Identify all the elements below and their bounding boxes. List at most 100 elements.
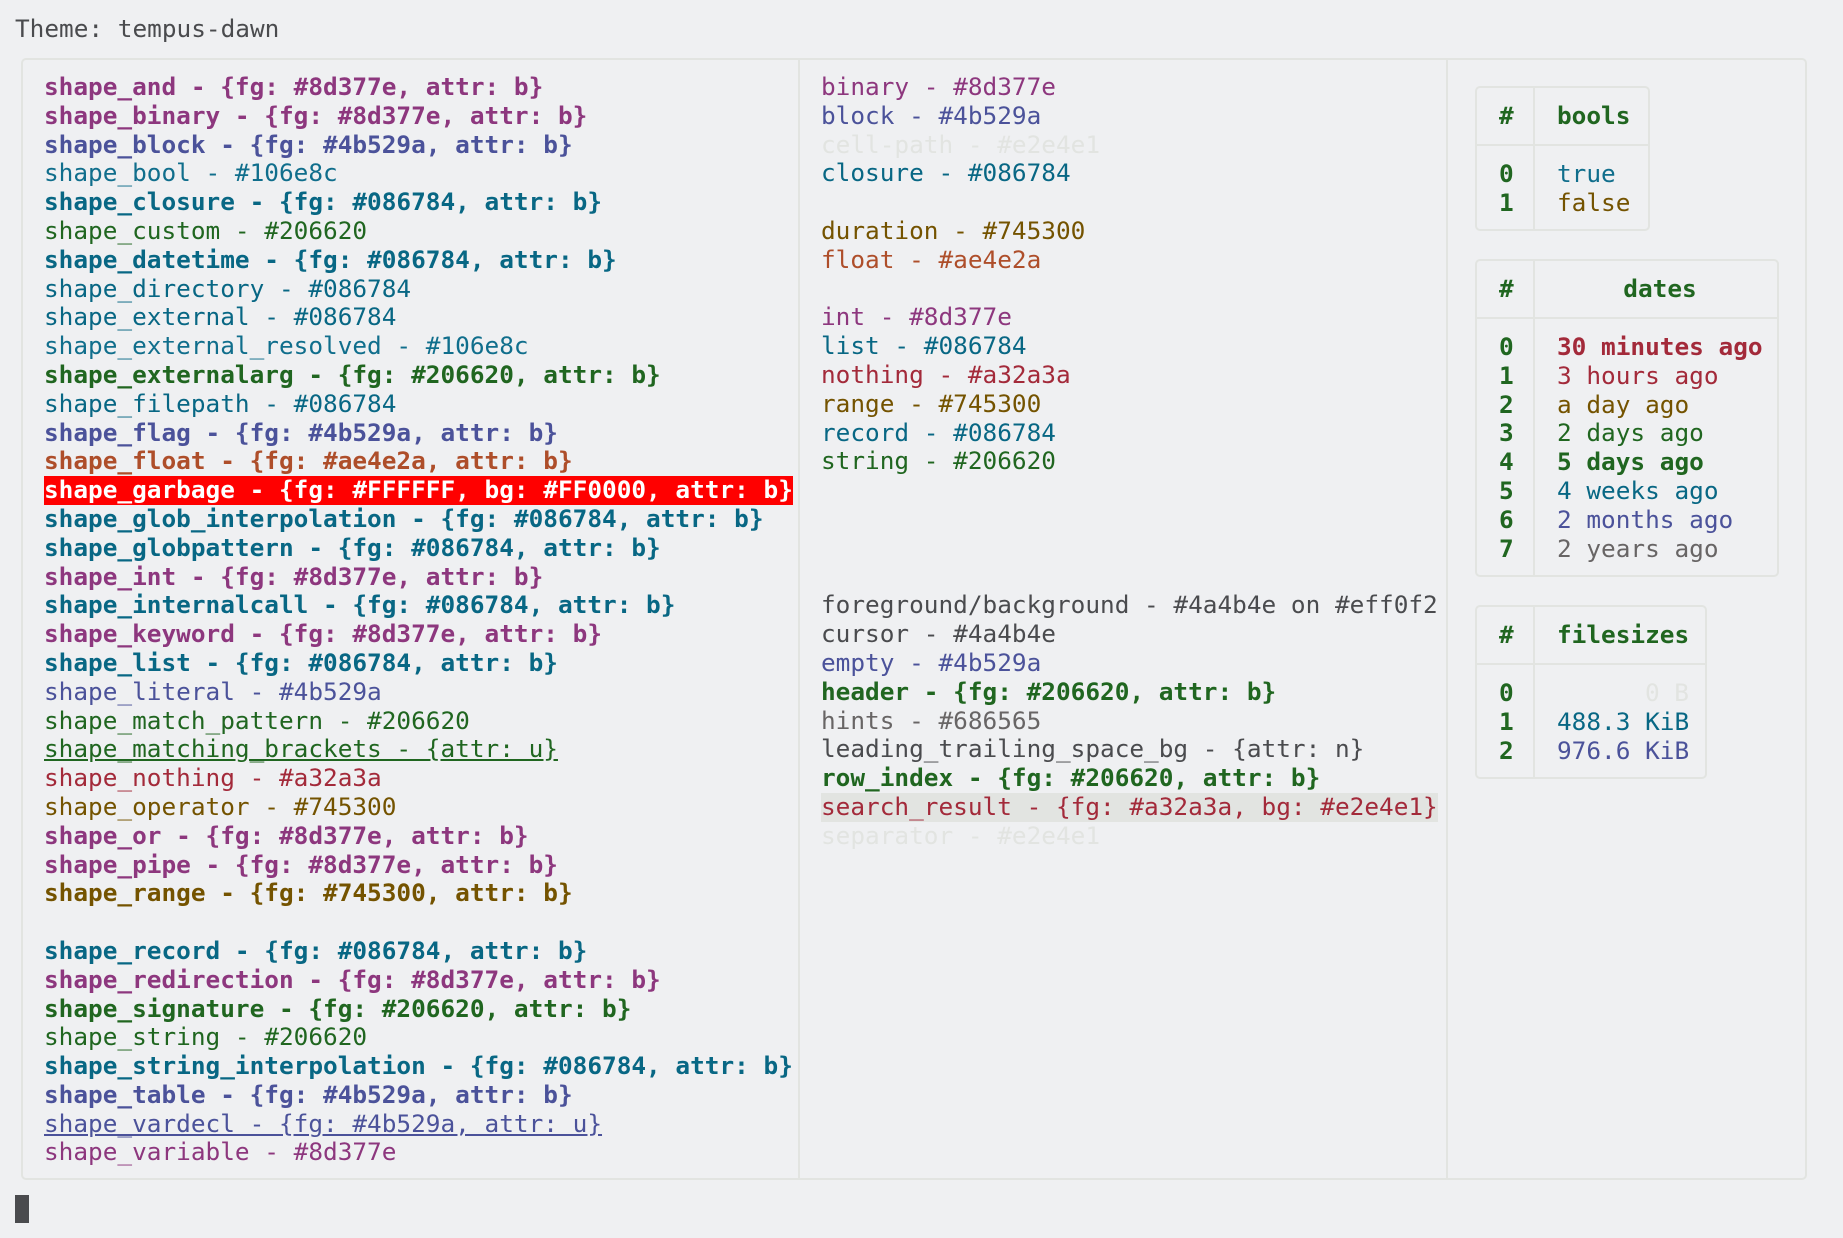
shape-style-line: shape_match_pattern - #206620 <box>44 705 793 736</box>
shape-style-line: shape_external - #086784 <box>44 302 793 332</box>
shape-style-line: shape_int - {fg: #8d377e, attr: b} <box>44 561 793 592</box>
bools-header-divider <box>1477 144 1648 146</box>
type-color-line: block - #4b529a <box>821 101 1438 131</box>
column-separator-right <box>1446 58 1448 1180</box>
type-color-line: closure - #086784 <box>821 158 1438 188</box>
shape-style-line: shape_globpattern - {fg: #086784, attr: … <box>44 533 793 563</box>
shape-style-line-text: shape_or - {fg: #8d377e, attr: b} <box>44 820 529 850</box>
shape-style-line-text: shape_external - #086784 <box>44 302 397 332</box>
shape-style-line: shape_nothing - #a32a3a <box>44 763 793 793</box>
shape-style-line: shape_binary - {fg: #8d377e, attr: b} <box>44 101 793 131</box>
type-color-line-text: nothing - #a32a3a <box>821 359 1071 389</box>
shape-style-line: shape_flag - {fg: #4b529a, attr: b} <box>44 417 793 448</box>
column-separator-left <box>798 58 800 1180</box>
shape-style-line-text: shape_int - {fg: #8d377e, attr: b} <box>44 561 544 591</box>
bools-index-divider <box>1533 88 1535 229</box>
type-color-line-text: cursor - #4a4b4e <box>821 619 1056 649</box>
shape-style-line-text: shape_closure - {fg: #086784, attr: b} <box>44 187 603 217</box>
shape-style-line-text: shape_range - {fg: #745300, attr: b} <box>44 878 573 908</box>
shape-style-line: shape_operator - #745300 <box>44 791 793 822</box>
shape-style-line-text: shape_datetime - {fg: #086784, attr: b} <box>44 244 617 274</box>
shape-style-line: shape_string - #206620 <box>44 1022 793 1052</box>
type-color-line <box>821 563 1438 592</box>
type-color-line-text: cell-path - #e2e4e1 <box>821 129 1101 159</box>
shape-style-line-text: shape_literal - #4b529a <box>44 676 382 706</box>
shape-style-line-text: shape_block - {fg: #4b529a, attr: b} <box>44 129 573 159</box>
type-color-line-text: string - #206620 <box>821 446 1056 476</box>
type-color-line: hints - #686565 <box>821 706 1438 736</box>
dates-row-value: 2 months ago <box>1557 504 1734 534</box>
shape-style-line: shape_and - {fg: #8d377e, attr: b} <box>44 72 793 102</box>
shape-style-line-text: shape_list - {fg: #086784, attr: b} <box>44 647 558 677</box>
type-color-line <box>821 476 1438 505</box>
shape-style-line-text: shape_redirection - {fg: #8d377e, attr: … <box>44 964 661 994</box>
dates-row-index: 4 <box>1499 447 1514 477</box>
shape-style-line-text: shape_external_resolved - #106e8c <box>44 331 529 361</box>
dates-header: dates <box>1623 274 1697 303</box>
dates-row-value: 5 days ago <box>1557 447 1704 477</box>
shape-style-line: shape_list - {fg: #086784, attr: b} <box>44 647 793 678</box>
bools-row-index: 1 <box>1499 187 1514 217</box>
type-color-line: list - #086784 <box>821 331 1438 361</box>
shape-style-line: shape_closure - {fg: #086784, attr: b} <box>44 187 793 217</box>
bools-header: bools <box>1557 101 1631 130</box>
shape-style-line-text: shape_directory - #086784 <box>44 273 412 303</box>
theme-title: Theme: tempus-dawn <box>15 14 280 43</box>
type-color-line: float - #ae4e2a <box>821 245 1438 275</box>
type-color-line: header - {fg: #206620, attr: b} <box>821 677 1438 707</box>
shape-style-line: shape_or - {fg: #8d377e, attr: b} <box>44 820 793 851</box>
shape-style-line: shape_internalcall - {fg: #086784, attr:… <box>44 590 793 620</box>
filesizes-row-value: 976.6 KiB <box>1557 735 1690 765</box>
filesizes-row-index: 0 <box>1499 678 1514 707</box>
shape-style-line: shape_externalarg - {fg: #206620, attr: … <box>44 360 793 390</box>
shape-style-line-text: shape_matching_brackets - {attr: u} <box>44 734 558 764</box>
type-color-line: int - #8d377e <box>821 302 1438 332</box>
shape-style-line: shape_garbage - {fg: #FFFFFF, bg: #FF000… <box>44 475 793 505</box>
shape-style-line: shape_literal - #4b529a <box>44 676 793 707</box>
filesizes-row-index: 1 <box>1499 706 1514 736</box>
shape-style-line: shape_redirection - {fg: #8d377e, attr: … <box>44 964 793 995</box>
shape-style-line-text: shape_keyword - {fg: #8d377e, attr: b} <box>44 619 603 649</box>
type-color-line: duration - #745300 <box>821 215 1438 246</box>
dates-row-value: 30 minutes ago <box>1557 332 1763 361</box>
shape-style-line: shape_table - {fg: #4b529a, attr: b} <box>44 1080 793 1110</box>
type-color-line-text: row_index - {fg: #206620, attr: b} <box>821 763 1321 793</box>
shape-style-line: shape_matching_brackets - {attr: u} <box>44 734 793 764</box>
dates-row-index: 1 <box>1499 360 1514 390</box>
type-color-line-text: duration - #745300 <box>821 215 1086 245</box>
terminal-cursor <box>15 1195 29 1223</box>
type-color-line <box>821 534 1438 563</box>
filesizes-row-index: 2 <box>1499 735 1514 765</box>
shape-style-line-text: shape_operator - #745300 <box>44 791 397 821</box>
filesizes-row-value: 488.3 KiB <box>1557 706 1690 736</box>
shape-style-line-text: shape_string_interpolation - {fg: #08678… <box>44 1051 793 1081</box>
shape-style-line-text: shape_custom - #206620 <box>44 215 368 245</box>
type-color-line: search_result - {fg: #a32a3a, bg: #e2e4e… <box>821 792 1438 822</box>
shape-style-line-text: shape_match_pattern - #206620 <box>44 705 470 735</box>
type-color-line-text: separator - #e2e4e1 <box>821 820 1101 850</box>
shape-style-line: shape_variable - #8d377e <box>44 1138 793 1167</box>
type-color-line: empty - #4b529a <box>821 648 1438 678</box>
shape-style-line-text: shape_flag - {fg: #4b529a, attr: b} <box>44 417 558 447</box>
theme-output-frame <box>21 58 1807 1180</box>
filesizes-row-value: 0 B <box>1644 678 1689 707</box>
bools-row-value: true <box>1557 159 1616 188</box>
shape-style-line: shape_external_resolved - #106e8c <box>44 331 793 361</box>
type-color-line: row_index - {fg: #206620, attr: b} <box>821 763 1438 793</box>
type-color-line-text: list - #086784 <box>821 331 1027 361</box>
shape-style-line: shape_glob_interpolation - {fg: #086784,… <box>44 504 793 534</box>
type-color-line-text: closure - #086784 <box>821 158 1071 188</box>
bools-row-index: 0 <box>1499 159 1514 188</box>
type-color-line-text: leading_trailing_space_bg - {attr: n} <box>821 734 1365 764</box>
dates-row-value: 3 hours ago <box>1557 360 1719 390</box>
dates-row-index: 0 <box>1499 332 1514 361</box>
type-color-line: cursor - #4a4b4e <box>821 619 1438 649</box>
shape-style-line-text: shape_float - {fg: #ae4e2a, attr: b} <box>44 446 573 476</box>
type-color-line: foreground/background - #4a4b4e on #eff0… <box>821 590 1438 620</box>
shape-style-line-text: shape_internalcall - {fg: #086784, attr:… <box>44 590 676 620</box>
shape-style-line-text: shape_string - #206620 <box>44 1022 368 1052</box>
shape-style-line-text: shape_record - {fg: #086784, attr: b} <box>44 935 588 965</box>
